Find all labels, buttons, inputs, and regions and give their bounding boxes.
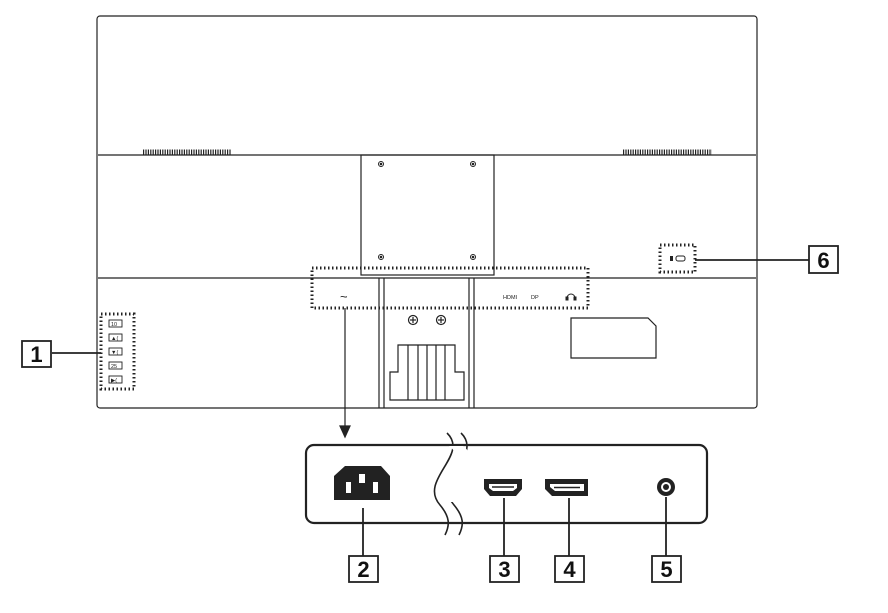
osd-button-4 [108,361,123,370]
callout-6-number: 6 [817,248,829,273]
ac-power-socket-icon [334,466,390,500]
callout-1-number: 1 [30,342,42,367]
dp-rear-label: DP [531,295,539,301]
ac-symbol-label: ~ [340,289,348,304]
osd-buttons-area: 10 ▲( ▼( 25 ▶( [99,312,136,391]
hdmi-port-icon [484,479,522,496]
osd-button-2-label: ▲( [111,336,118,342]
osd-button-1-label: 10 [111,322,117,328]
stand-neck [378,278,475,408]
osd-button-3 [108,347,123,356]
osd-button-2 [108,333,123,342]
osd-button-5 [108,375,123,384]
hdmi-rear-label: HDMI [503,295,518,301]
lock-icon [670,256,673,261]
callout-4: 4 [554,555,585,583]
callout-2: 2 [348,555,379,583]
callout-5: 5 [651,555,682,583]
callout-2-number: 2 [357,557,369,582]
callout-6: 6 [808,245,839,274]
osd-button-5-label: ▶( [111,378,117,384]
monitor-outline [96,15,758,409]
connector-detail-panel [304,432,709,536]
audio-jack-icon [657,478,675,496]
callout-3: 3 [489,555,520,583]
vesa-screws [378,161,476,260]
callout-3-number: 3 [498,557,510,582]
connector-strip: ~ HDMI DP [310,266,590,310]
monitor-back [96,15,758,409]
kensington-lock-area [658,243,697,274]
headphone-icon [565,293,577,301]
osd-button-4-label: 25 [111,364,117,370]
callout-1: 1 [21,340,52,368]
osd-button-1 [108,319,123,328]
callout-4-number: 4 [563,557,576,582]
callout-lines [52,259,809,556]
displayport-icon [545,479,588,496]
vesa-mount-plate [360,154,495,276]
detail-arrow [339,308,351,439]
callout-5-number: 5 [660,557,672,582]
osd-button-3-label: ▼( [111,350,118,356]
rating-label [570,317,657,359]
